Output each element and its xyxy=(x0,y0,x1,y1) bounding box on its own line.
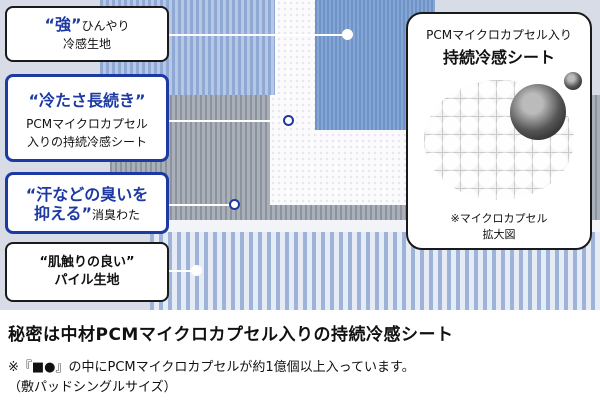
leader-dot-1 xyxy=(342,29,353,40)
leader-line-4 xyxy=(169,270,193,272)
callout-subtitle: 持続冷感シート xyxy=(442,48,555,67)
label-cooling-sheet: “冷たさ長続き” PCMマイクロカプセル 入りの持続冷感シート xyxy=(5,74,169,162)
label-text: 入りの持続冷感シート xyxy=(26,135,147,149)
microcapsule-image xyxy=(564,72,582,90)
label-text: ひんやり xyxy=(81,19,130,33)
label-accent: 抑える” xyxy=(33,204,93,223)
label-text: “肌触りの良い” xyxy=(39,255,135,270)
callout-note: ※マイクロカプセル xyxy=(450,212,548,225)
label-text: PCMマイクロカプセル xyxy=(26,117,148,131)
label-text: 冷感生地 xyxy=(62,37,111,51)
footnote-line: ※『■●』の中にPCMマイクロカプセルが約1億個以上入っています。 xyxy=(8,360,415,375)
label-deodorant-batting: “汗などの臭いを 抑える”消臭わた xyxy=(5,172,169,234)
label-accent: “冷たさ長続き” xyxy=(28,91,146,110)
leader-line-2 xyxy=(169,120,285,122)
footnote-line: （敷パッドシングルサイズ） xyxy=(8,380,177,395)
microcapsule-image xyxy=(510,84,566,140)
label-accent: “汗などの臭いを xyxy=(25,185,149,204)
leader-dot-3 xyxy=(229,199,240,210)
leader-dot-4 xyxy=(191,265,202,276)
leader-dot-2 xyxy=(283,115,294,126)
callout-note: 拡大図 xyxy=(482,228,516,241)
microcapsule-callout: PCMマイクロカプセル入り 持続冷感シート ※マイクロカプセル 拡大図 xyxy=(406,12,592,250)
headline: 秘密は中材PCMマイクロカプセル入りの持続冷感シート xyxy=(8,325,454,345)
leader-line-3 xyxy=(169,204,231,206)
label-text: 消臭わた xyxy=(92,208,141,222)
label-text: パイル生地 xyxy=(54,273,120,288)
label-accent: “強” xyxy=(44,15,82,34)
leader-line-1 xyxy=(169,34,347,36)
callout-title: PCMマイクロカプセル入り xyxy=(426,28,572,42)
label-cool-fabric: “強”ひんやり 冷感生地 xyxy=(5,6,169,62)
label-pile-fabric: “肌触りの良い” パイル生地 xyxy=(5,242,169,302)
